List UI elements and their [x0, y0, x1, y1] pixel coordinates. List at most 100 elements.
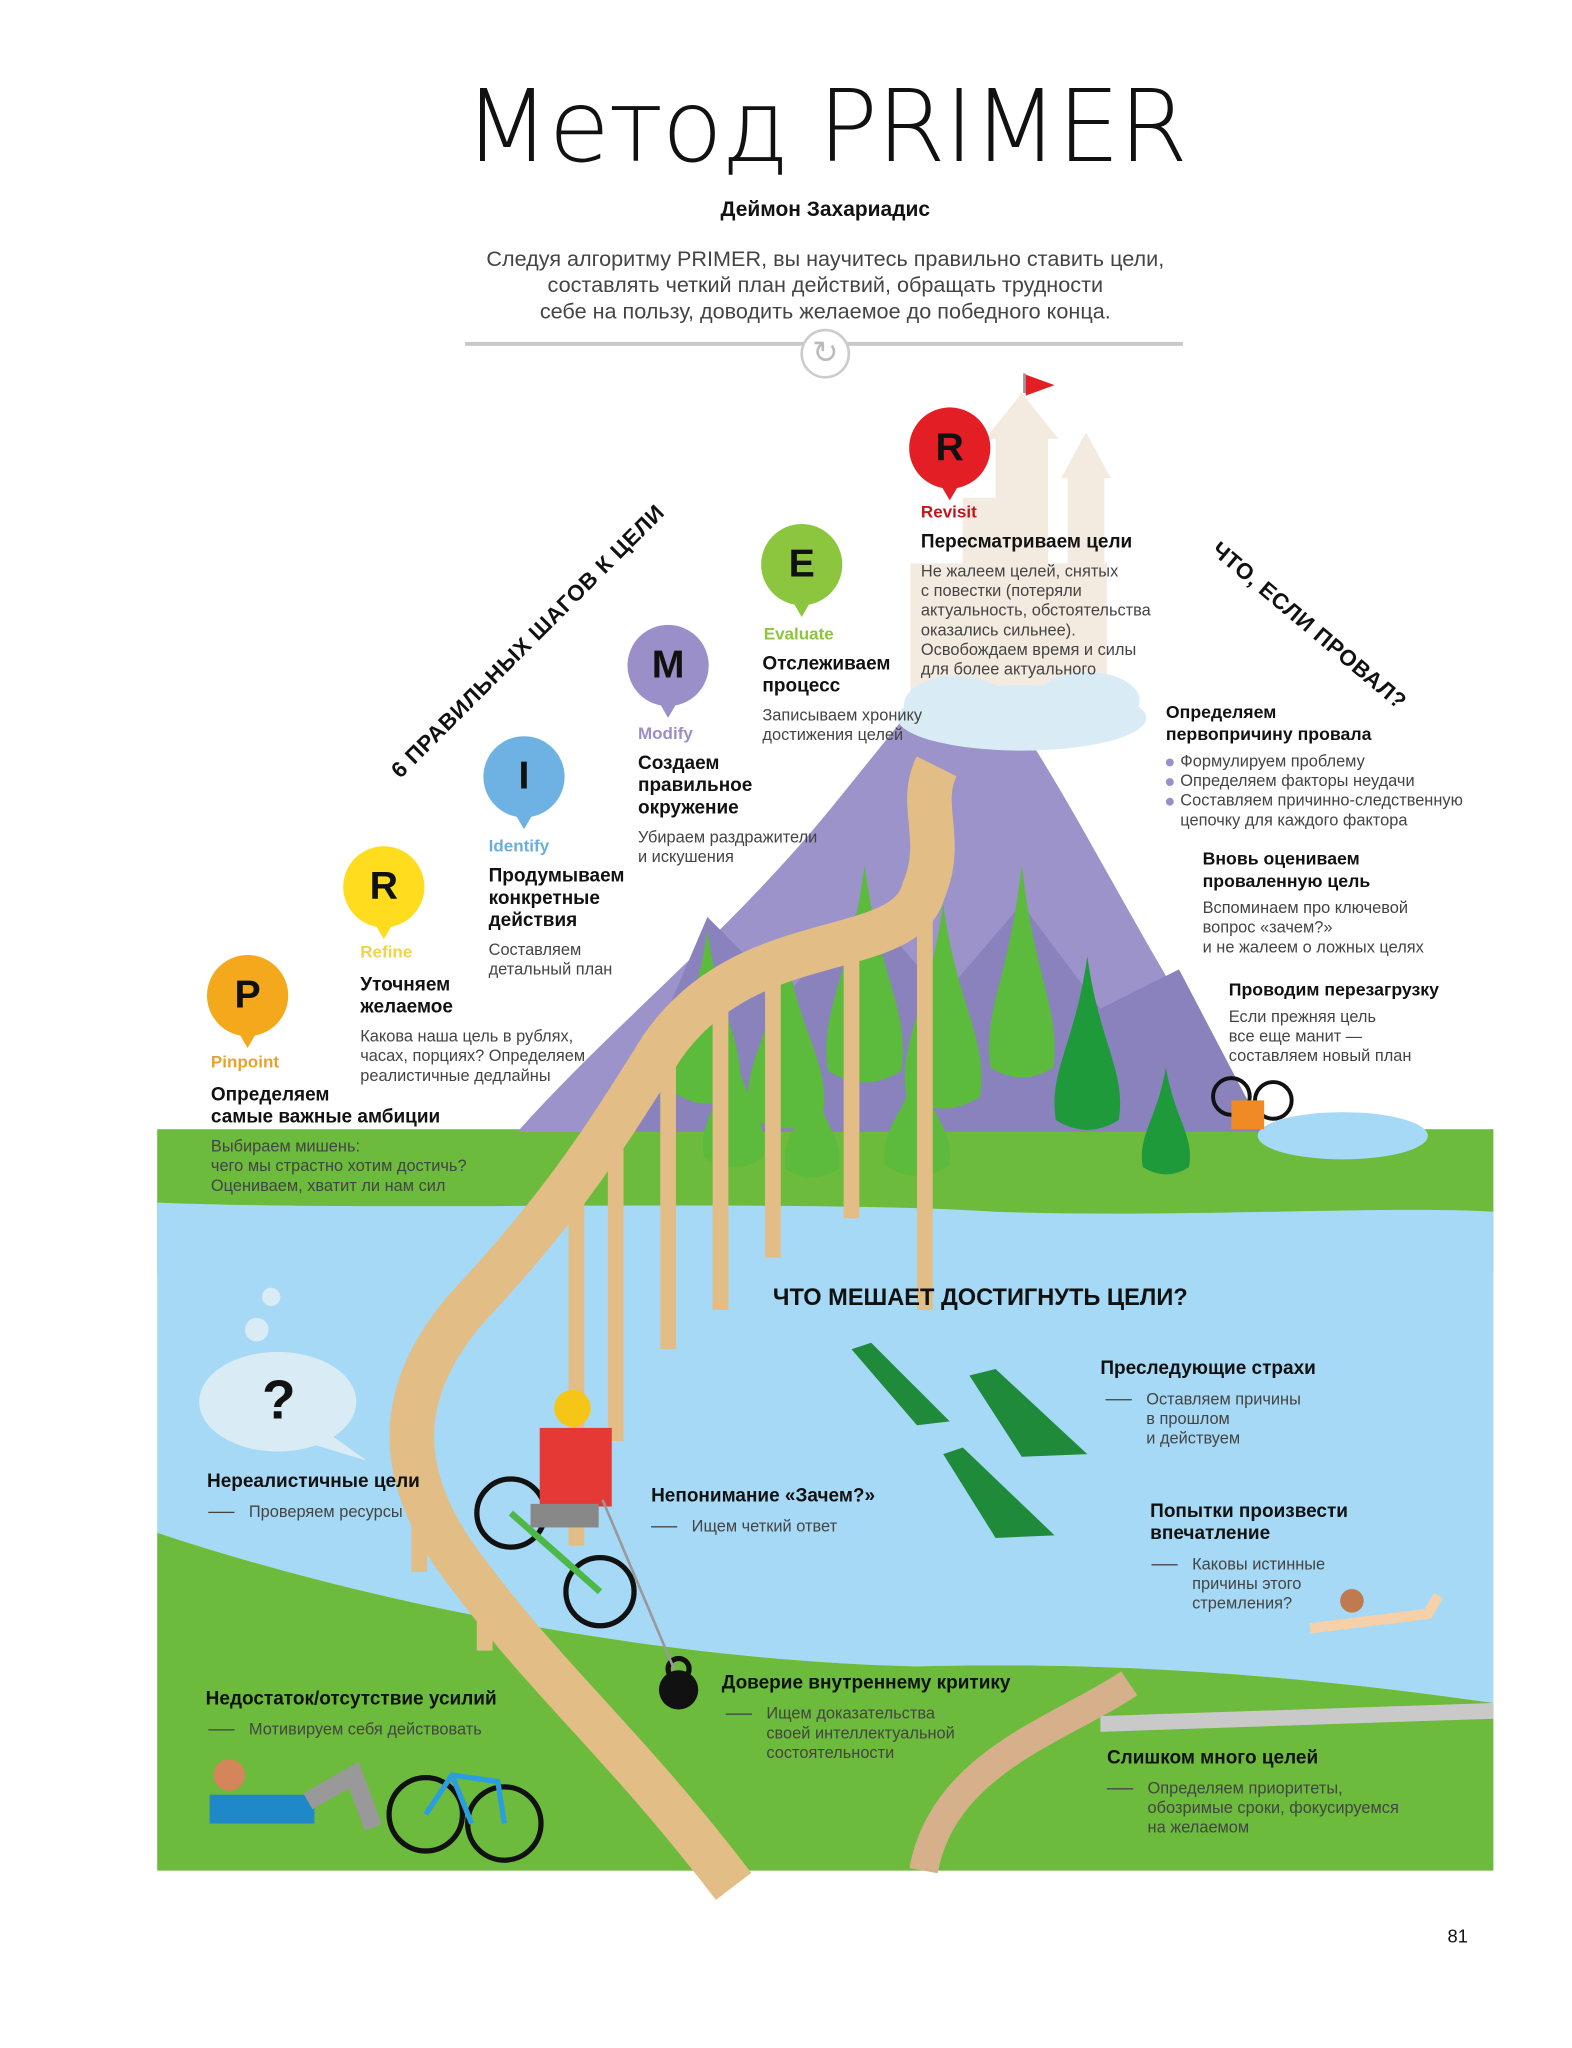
obstacle-text-line: причины этого	[1192, 1574, 1302, 1593]
step-title-line: окружение	[637, 797, 739, 819]
obstacle-title-line: Преследующие страхи	[1100, 1358, 1316, 1380]
step-badge-revisit: R	[909, 407, 991, 501]
lying-person-icon	[209, 1759, 382, 1831]
intro-line: себе на пользу, доводить желаемое до поб…	[539, 299, 1111, 324]
obstacle-text: Определяем приоритеты,обозримые сроки, ф…	[1106, 1778, 1399, 1838]
step-label: Identify	[488, 835, 550, 856]
page-number: 81	[1447, 1925, 1468, 1947]
obstacle-text-line: в прошлом	[1146, 1409, 1230, 1428]
failure-title-line: первопричину провала	[1165, 724, 1372, 745]
step-text-line: Убираем раздражители	[637, 827, 818, 847]
failure-title-line: Проводим перезагрузку	[1228, 979, 1439, 1000]
step-text-line: Записываем хронику	[762, 706, 923, 725]
refresh-icon: ↻	[800, 328, 851, 379]
bullet-item: Формулируем проблему	[1165, 752, 1463, 772]
bridge-path	[389, 756, 958, 1900]
step-text-line: Не жалеем целей, снятых	[920, 561, 1119, 581]
step-label: Modify	[637, 723, 693, 743]
obstacle-title: Недостаток/отсутствие усилий	[206, 1689, 497, 1711]
step-title-line: самые важные амбиции	[210, 1106, 441, 1128]
failure-text-line: составляем новый план	[1228, 1046, 1412, 1066]
obstacle-text-line: Мотивируем себя действовать	[248, 1720, 482, 1739]
step-label: Evaluate	[763, 623, 834, 644]
obstacle-title-line: Слишком много целей	[1106, 1747, 1319, 1769]
step-text-line: Оцениваем, хватит ли нам сил	[210, 1176, 446, 1195]
step-text: Какова наша цель в рублях,часах, порциях…	[360, 1027, 585, 1086]
castle	[910, 373, 1111, 695]
step-title-line: желаемое	[360, 996, 453, 1018]
obstacle-text-line: и действуем	[1146, 1429, 1241, 1448]
obstacle-text: Проверяем ресурсы	[208, 1503, 403, 1523]
step-title-line: Создаем	[637, 753, 720, 775]
step-text-line: оказались сильнее).	[920, 620, 1076, 640]
failure-text-line: и не жалеем о ложных целях	[1202, 937, 1424, 957]
obstacle-text-line: Оставляем причины	[1146, 1389, 1301, 1409]
step-text-line: детальный план	[488, 960, 613, 979]
kettlebell-icon	[658, 1655, 699, 1710]
obstacle-title: Доверие внутреннему критику	[722, 1673, 1011, 1695]
intro-line: Следуя алгоритму PRIMER, вы научитесь пр…	[486, 247, 1165, 272]
obstacle-text: Мотивируем себя действовать	[208, 1720, 482, 1740]
failure-text-line: Вспоминаем про ключевой	[1202, 898, 1409, 917]
obstacle-text-line: состоятельности	[766, 1743, 895, 1762]
bicycle-icon	[386, 1772, 544, 1863]
step-text-line: для более актуального	[920, 660, 1097, 679]
bullet-item: цепочку для каждого фактора	[1180, 810, 1408, 830]
intro-text: Следуя алгоритму PRIMER, вы научитесь пр…	[445, 246, 1205, 325]
step-badge-identify: I	[483, 736, 565, 830]
step-text-line: актуальность, обстоятельства	[920, 601, 1151, 620]
failure-title-line: Вновь оцениваем	[1202, 848, 1360, 869]
bullet-item: Составляем причинно-следственную	[1165, 791, 1463, 811]
fallen-cyclist-icon	[1211, 1076, 1294, 1130]
step-text-line: чего мы страстно хотим достичь?	[210, 1156, 467, 1176]
rope	[601, 1499, 676, 1671]
tree	[784, 1080, 840, 1178]
tree	[1141, 1067, 1190, 1175]
step-text-line: Какова наша цель в рублях,	[360, 1027, 574, 1046]
step-text-line: реалистичные дедлайны	[360, 1066, 551, 1085]
obstacle-title-line: Попытки произвести	[1150, 1501, 1348, 1523]
obstacle-text-line: Ищем доказательства	[766, 1704, 935, 1723]
step-title-line: действия	[488, 910, 578, 932]
obstacle-text-line: Каковы истинные	[1192, 1554, 1326, 1574]
obstacle-title: Непонимание «Зачем?»	[651, 1486, 875, 1508]
obstacle-text: Ищем четкий ответ	[651, 1517, 837, 1537]
tree	[1054, 956, 1121, 1130]
obstacle-title-line: Непонимание «Зачем?»	[651, 1485, 876, 1507]
author: Деймон Захариадис	[720, 199, 931, 222]
step-badge-refine: R	[343, 846, 425, 940]
step-title-line: Уточняем	[360, 974, 451, 996]
obstacle-text-line: Определяем приоритеты,	[1147, 1778, 1343, 1798]
step-text-line: с повестки (потеряли	[920, 581, 1082, 600]
step-text-line: Выбираем мишень:	[210, 1137, 361, 1156]
step-badge-modify: M	[627, 624, 709, 718]
step-title-line: Определяем	[210, 1084, 330, 1106]
failure-text-line: все еще манит —	[1228, 1027, 1363, 1046]
step-badge-evaluate: E	[761, 524, 843, 618]
obstacle-title: Преследующие страхи	[1100, 1358, 1315, 1380]
tree	[988, 864, 1055, 1078]
obstacle-title-line: Доверие внутреннему критику	[721, 1672, 1011, 1694]
lower-grass	[157, 1532, 1494, 1871]
thought-bubble	[199, 1287, 367, 1461]
pond	[1257, 1112, 1428, 1160]
step-title-line: правильное	[637, 775, 753, 797]
